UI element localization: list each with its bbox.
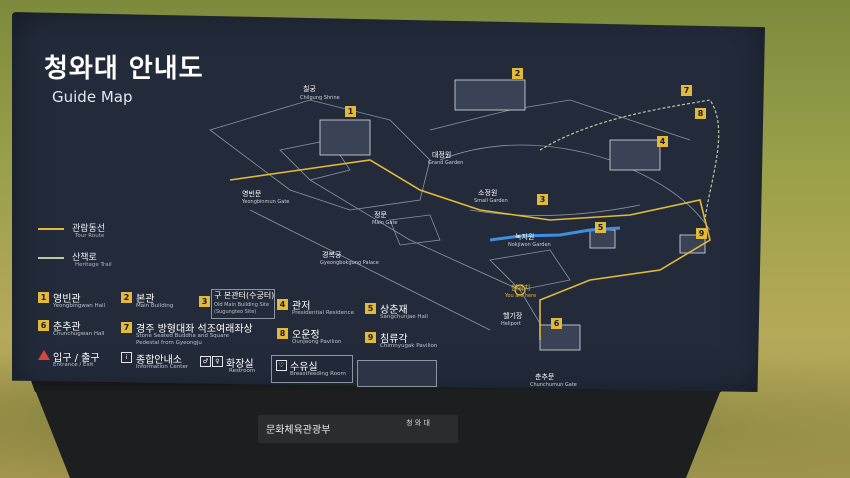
- heritage-trail-label: 산책로: [72, 253, 97, 263]
- key-number: 6: [38, 320, 49, 331]
- map-marker: 3: [537, 194, 548, 205]
- heliport-label: 헬기장: [503, 312, 523, 320]
- gyeongbokgung-label-en: Gyeongbokgung Palace: [320, 260, 379, 266]
- key-number: 4: [277, 299, 288, 310]
- small-garden-label-en: Small Garden: [474, 198, 508, 204]
- chilgung-label-en: Chilgung Shrine: [300, 95, 340, 101]
- main-gate-label-en: Main Gate: [372, 220, 398, 226]
- key-label: 본관: [136, 294, 155, 305]
- key-label-en: Yeongbingwan Hall: [53, 303, 106, 309]
- key-label: 상춘재: [380, 305, 408, 316]
- nursing-room-label-en: Breastfeeding Room: [290, 371, 346, 377]
- you-are-here-label-en: You are here: [505, 293, 537, 299]
- key-number: 7: [121, 322, 132, 333]
- grand-garden-label: 대정원: [432, 151, 452, 159]
- key-number: 1: [38, 292, 49, 303]
- yeongbinmun-label: 영빈문: [242, 190, 262, 198]
- footer-logo-strip: [258, 415, 458, 443]
- key-label: 춘추관: [53, 322, 81, 333]
- nursing-room-box: [271, 355, 353, 383]
- tour-route-swatch: [38, 228, 64, 230]
- ministry-logo-text: 문화체육관광부: [266, 425, 331, 436]
- key-label-en: Stone Seated Buddha and Square Pedestal …: [136, 333, 229, 346]
- nursing-room-label: 수유실: [290, 362, 318, 373]
- key-label-en: Sangchunjae Hall: [380, 314, 428, 320]
- entrance-label-en: Entrance / Exit: [53, 362, 94, 368]
- key-label-en: Ounjeong Pavilion: [292, 339, 342, 345]
- key-label: 오운정: [292, 330, 320, 341]
- yeongbinmun-label-en: Yeongbinmun Gate: [242, 199, 290, 205]
- key-label-en: Chunchugwan Hall: [53, 331, 105, 337]
- blank-panel: [357, 360, 437, 387]
- map-marker: 6: [551, 318, 562, 329]
- key-number: 3: [199, 296, 210, 307]
- chilgung-label: 칠궁: [303, 85, 316, 93]
- map-marker: 7: [681, 85, 692, 96]
- info-center-label-en: Information Center: [136, 364, 189, 370]
- key-number: 5: [365, 303, 376, 314]
- restroom-icon: ♂: [200, 356, 211, 367]
- entrance-label: 입구 / 출구: [53, 353, 100, 364]
- key-label: 관저: [292, 301, 311, 312]
- gyeongbokgung-label: 경복궁: [322, 251, 342, 259]
- key-label: 영빈관: [53, 294, 81, 305]
- key-label-en: Presidential Residence: [292, 310, 354, 316]
- info-icon: i: [121, 352, 132, 363]
- map-marker: 9: [696, 228, 707, 239]
- nokjiwon-label-en: Nokjiwon Garden: [508, 242, 551, 248]
- cheongwadae-emblem-text: 청 와 대: [406, 419, 430, 427]
- grand-garden-label-en: Grand Garden: [428, 160, 464, 166]
- tour-route-label: 관람동선: [72, 224, 106, 234]
- key-label-en: Old Main Building Site (Sugungteo Site): [214, 302, 270, 315]
- you-are-here-label: 현위치: [511, 284, 531, 292]
- restroom-label-en: Restroom: [229, 368, 256, 374]
- key-label: 침류각: [380, 334, 408, 345]
- key-number: 2: [121, 292, 132, 303]
- old-main-building-box: [211, 289, 275, 319]
- nokjiwon-label: 녹지원: [515, 233, 535, 241]
- chunchumun-label-en: Chunchumun Gate: [530, 382, 577, 388]
- key-label: 경주 방형대좌 석조여래좌상: [136, 324, 253, 335]
- heritage-trail-label-en: Heritage Trail: [75, 262, 112, 268]
- map-marker: 1: [345, 106, 356, 117]
- chunchumun-label: 춘추문: [535, 373, 555, 381]
- tour-route-label-en: Tour Route: [75, 233, 105, 239]
- map-marker: 8: [695, 108, 706, 119]
- key-label: 구 본관터(수궁터): [214, 291, 275, 300]
- sign-subtitle: Guide Map: [52, 88, 133, 106]
- heritage-trail-swatch: [38, 257, 64, 259]
- key-label-en: Main Building: [136, 303, 174, 309]
- map-marker: 4: [657, 136, 668, 147]
- heliport-label-en: Heliport: [501, 321, 521, 327]
- nursing-icon: ♡: [276, 360, 287, 371]
- map-marker: 5: [595, 222, 606, 233]
- small-garden-label: 소정원: [478, 189, 498, 197]
- sign-title: 청와대 안내도: [44, 54, 204, 84]
- restroom-icon: ♀: [212, 356, 223, 367]
- restroom-label: 화장실: [226, 359, 254, 370]
- key-number: 9: [365, 332, 376, 343]
- info-center-label: 종합안내소: [136, 355, 182, 366]
- key-label-en: Chimnyugak Pavilion: [380, 343, 438, 349]
- key-number: 8: [277, 328, 288, 339]
- guide-map-board: [12, 12, 765, 392]
- map-marker: 2: [512, 68, 523, 79]
- map-illustration: [209, 79, 720, 351]
- entrance-triangle-icon: [38, 350, 50, 360]
- main-gate-label: 정문: [374, 211, 387, 219]
